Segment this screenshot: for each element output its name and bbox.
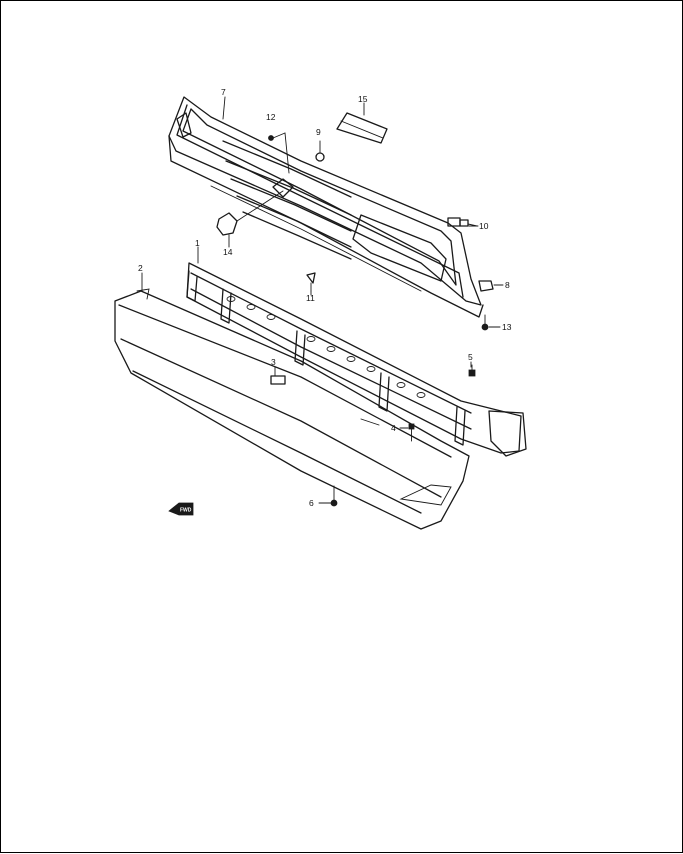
- callout-1: 1: [195, 238, 200, 248]
- bumper-reinforcement: [186, 262, 527, 457]
- callout-7: 7: [221, 87, 226, 97]
- front-bumper: [114, 288, 470, 530]
- bumper-clip-3: [270, 375, 286, 385]
- bolt-5: [468, 364, 476, 377]
- callout-15: 15: [358, 94, 368, 104]
- label-plate-15: [336, 112, 388, 144]
- callout-5: 5: [468, 352, 473, 362]
- svg-text:FWD: FWD: [180, 508, 192, 514]
- bolt-6: [330, 485, 338, 507]
- callout-6: 6: [309, 498, 314, 508]
- callout-11: 11: [306, 293, 315, 303]
- callout-10: 10: [479, 221, 489, 231]
- bolt-4: [408, 423, 415, 442]
- callout-labels: 7 1 2 3 4 5 6 8 9 10 11 12 13 14 15: [138, 87, 512, 508]
- nut-8: [478, 280, 494, 292]
- callout-9: 9: [316, 127, 321, 137]
- screw-13: [481, 314, 489, 331]
- callout-12: 12: [266, 112, 276, 122]
- callout-3: 3: [271, 357, 276, 367]
- callout-13: 13: [502, 322, 512, 332]
- connector-10: [447, 217, 478, 227]
- callout-2: 2: [138, 263, 143, 273]
- screw-12: [268, 132, 290, 174]
- emblem-14: [216, 190, 284, 236]
- callout-4: 4: [391, 423, 396, 433]
- callout-14: 14: [223, 247, 233, 257]
- clip-11: [306, 272, 316, 292]
- callout-8: 8: [505, 280, 510, 290]
- front-grille: [168, 96, 484, 318]
- nut-9: [315, 140, 325, 162]
- fwd-arrow-icon: FWD: [168, 502, 194, 516]
- leader-lines: [141, 96, 504, 504]
